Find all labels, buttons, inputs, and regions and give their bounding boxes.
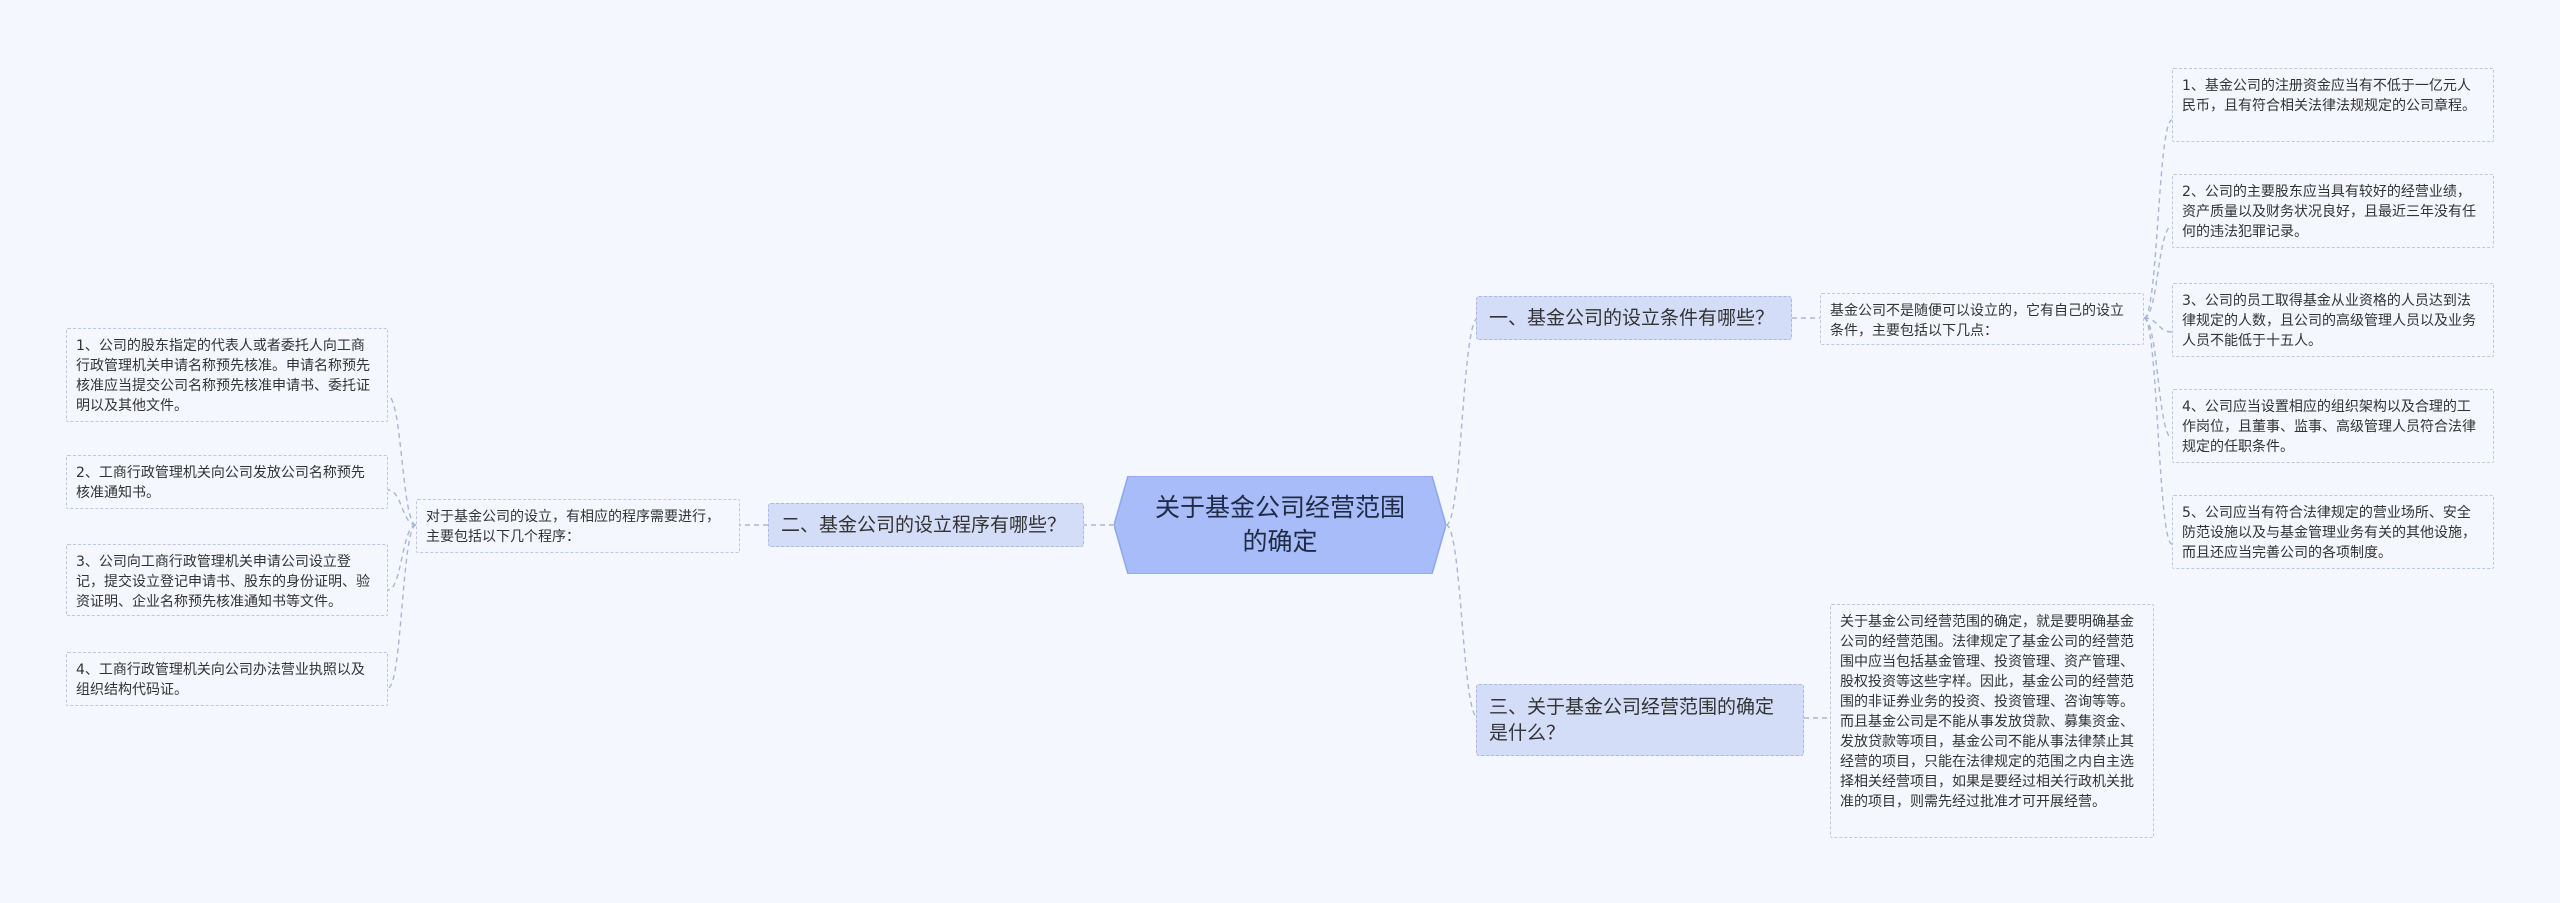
intro-setup-procedures[interactable]: 对于基金公司的设立，有相应的程序需要进行，主要包括以下几个程序： [416, 499, 740, 553]
condition-item-4-text: 4、公司应当设置相应的组织架构以及合理的工作岗位，且董事、监事、高级管理人员符合… [2182, 399, 2476, 455]
link-intro2-leaf4 [387, 524, 417, 689]
central-hexagon-shape [1114, 476, 1446, 574]
branch-business-scope-label: 三、关于基金公司经营范围的确定是什么？ [1489, 696, 1775, 744]
procedure-item-3-text: 3、公司向工商行政管理机关申请公司设立登记，提交设立登记申请书、股东的身份证明、… [76, 554, 370, 610]
central-topic[interactable]: 关于基金公司经营范围的确定 [1114, 476, 1446, 574]
condition-item-1[interactable]: 1、基金公司的注册资金应当有不低于一亿元人民币，且有符合相关法律法规规定的公司章… [2172, 68, 2494, 142]
link-intro2-leaf1 [387, 395, 417, 526]
condition-item-1-text: 1、基金公司的注册资金应当有不低于一亿元人民币，且有符合相关法律法规规定的公司章… [2182, 78, 2476, 114]
intro-setup-conditions-text: 基金公司不是随便可以设立的，它有自己的设立条件，主要包括以下几点： [1830, 303, 2124, 339]
link-intro1-leaf5 [2143, 317, 2173, 545]
intro-business-scope[interactable]: 关于基金公司经营范围的确定，就是要明确基金公司的经营范围。法律规定了基金公司的经… [1830, 604, 2154, 838]
procedure-item-2[interactable]: 2、工商行政管理机关向公司发放公司名称预先核准通知书。 [66, 455, 388, 509]
link-intro1-leaf3 [2143, 317, 2173, 333]
condition-item-3[interactable]: 3、公司的员工取得基金从业资格的人员达到法律规定的人数，且公司的高级管理人员以及… [2172, 283, 2494, 357]
condition-item-4[interactable]: 4、公司应当设置相应的组织架构以及合理的工作岗位，且董事、监事、高级管理人员符合… [2172, 389, 2494, 463]
link-intro2-leaf2 [387, 489, 417, 526]
link-intro1-leaf1 [2143, 119, 2173, 319]
procedure-item-2-text: 2、工商行政管理机关向公司发放公司名称预先核准通知书。 [76, 465, 365, 501]
condition-item-2[interactable]: 2、公司的主要股东应当具有较好的经营业绩，资产质量以及财务状况良好，且最近三年没… [2172, 174, 2494, 248]
procedure-item-1[interactable]: 1、公司的股东指定的代表人或者委托人向工商行政管理机关申请名称预先核准。申请名称… [66, 328, 388, 422]
branch-business-scope[interactable]: 三、关于基金公司经营范围的确定是什么？ [1476, 684, 1804, 756]
procedure-item-1-text: 1、公司的股东指定的代表人或者委托人向工商行政管理机关申请名称预先核准。申请名称… [76, 338, 370, 414]
branch-setup-procedures-label: 二、基金公司的设立程序有哪些？ [781, 514, 1067, 536]
link-intro2-leaf3 [387, 524, 417, 591]
link-intro1-leaf2 [2143, 225, 2173, 319]
condition-item-5-text: 5、公司应当有符合法律规定的营业场所、安全防范设施以及与基金管理业务有关的其他设… [2182, 505, 2476, 561]
condition-item-3-text: 3、公司的员工取得基金从业资格的人员达到法律规定的人数，且公司的高级管理人员以及… [2182, 293, 2476, 349]
link-center-b3 [1445, 524, 1479, 719]
procedure-item-3[interactable]: 3、公司向工商行政管理机关申请公司设立登记，提交设立登记申请书、股东的身份证明、… [66, 544, 388, 616]
intro-setup-procedures-text: 对于基金公司的设立，有相应的程序需要进行，主要包括以下几个程序： [426, 509, 720, 545]
branch-setup-conditions-label: 一、基金公司的设立条件有哪些？ [1489, 307, 1775, 329]
procedure-item-4[interactable]: 4、工商行政管理机关向公司办法营业执照以及组织结构代码证。 [66, 652, 388, 706]
branch-setup-procedures[interactable]: 二、基金公司的设立程序有哪些？ [768, 503, 1084, 547]
link-center-b1 [1445, 317, 1479, 526]
condition-item-2-text: 2、公司的主要股东应当具有较好的经营业绩，资产质量以及财务状况良好，且最近三年没… [2182, 184, 2476, 240]
link-intro1-leaf4 [2143, 317, 2173, 439]
intro-business-scope-text: 关于基金公司经营范围的确定，就是要明确基金公司的经营范围。法律规定了基金公司的经… [1840, 614, 2134, 810]
intro-setup-conditions[interactable]: 基金公司不是随便可以设立的，它有自己的设立条件，主要包括以下几点： [1820, 293, 2144, 345]
procedure-item-4-text: 4、工商行政管理机关向公司办法营业执照以及组织结构代码证。 [76, 662, 365, 698]
central-topic-title: 关于基金公司经营范围的确定 [1154, 493, 1405, 556]
branch-setup-conditions[interactable]: 一、基金公司的设立条件有哪些？ [1476, 296, 1792, 340]
condition-item-5[interactable]: 5、公司应当有符合法律规定的营业场所、安全防范设施以及与基金管理业务有关的其他设… [2172, 495, 2494, 569]
